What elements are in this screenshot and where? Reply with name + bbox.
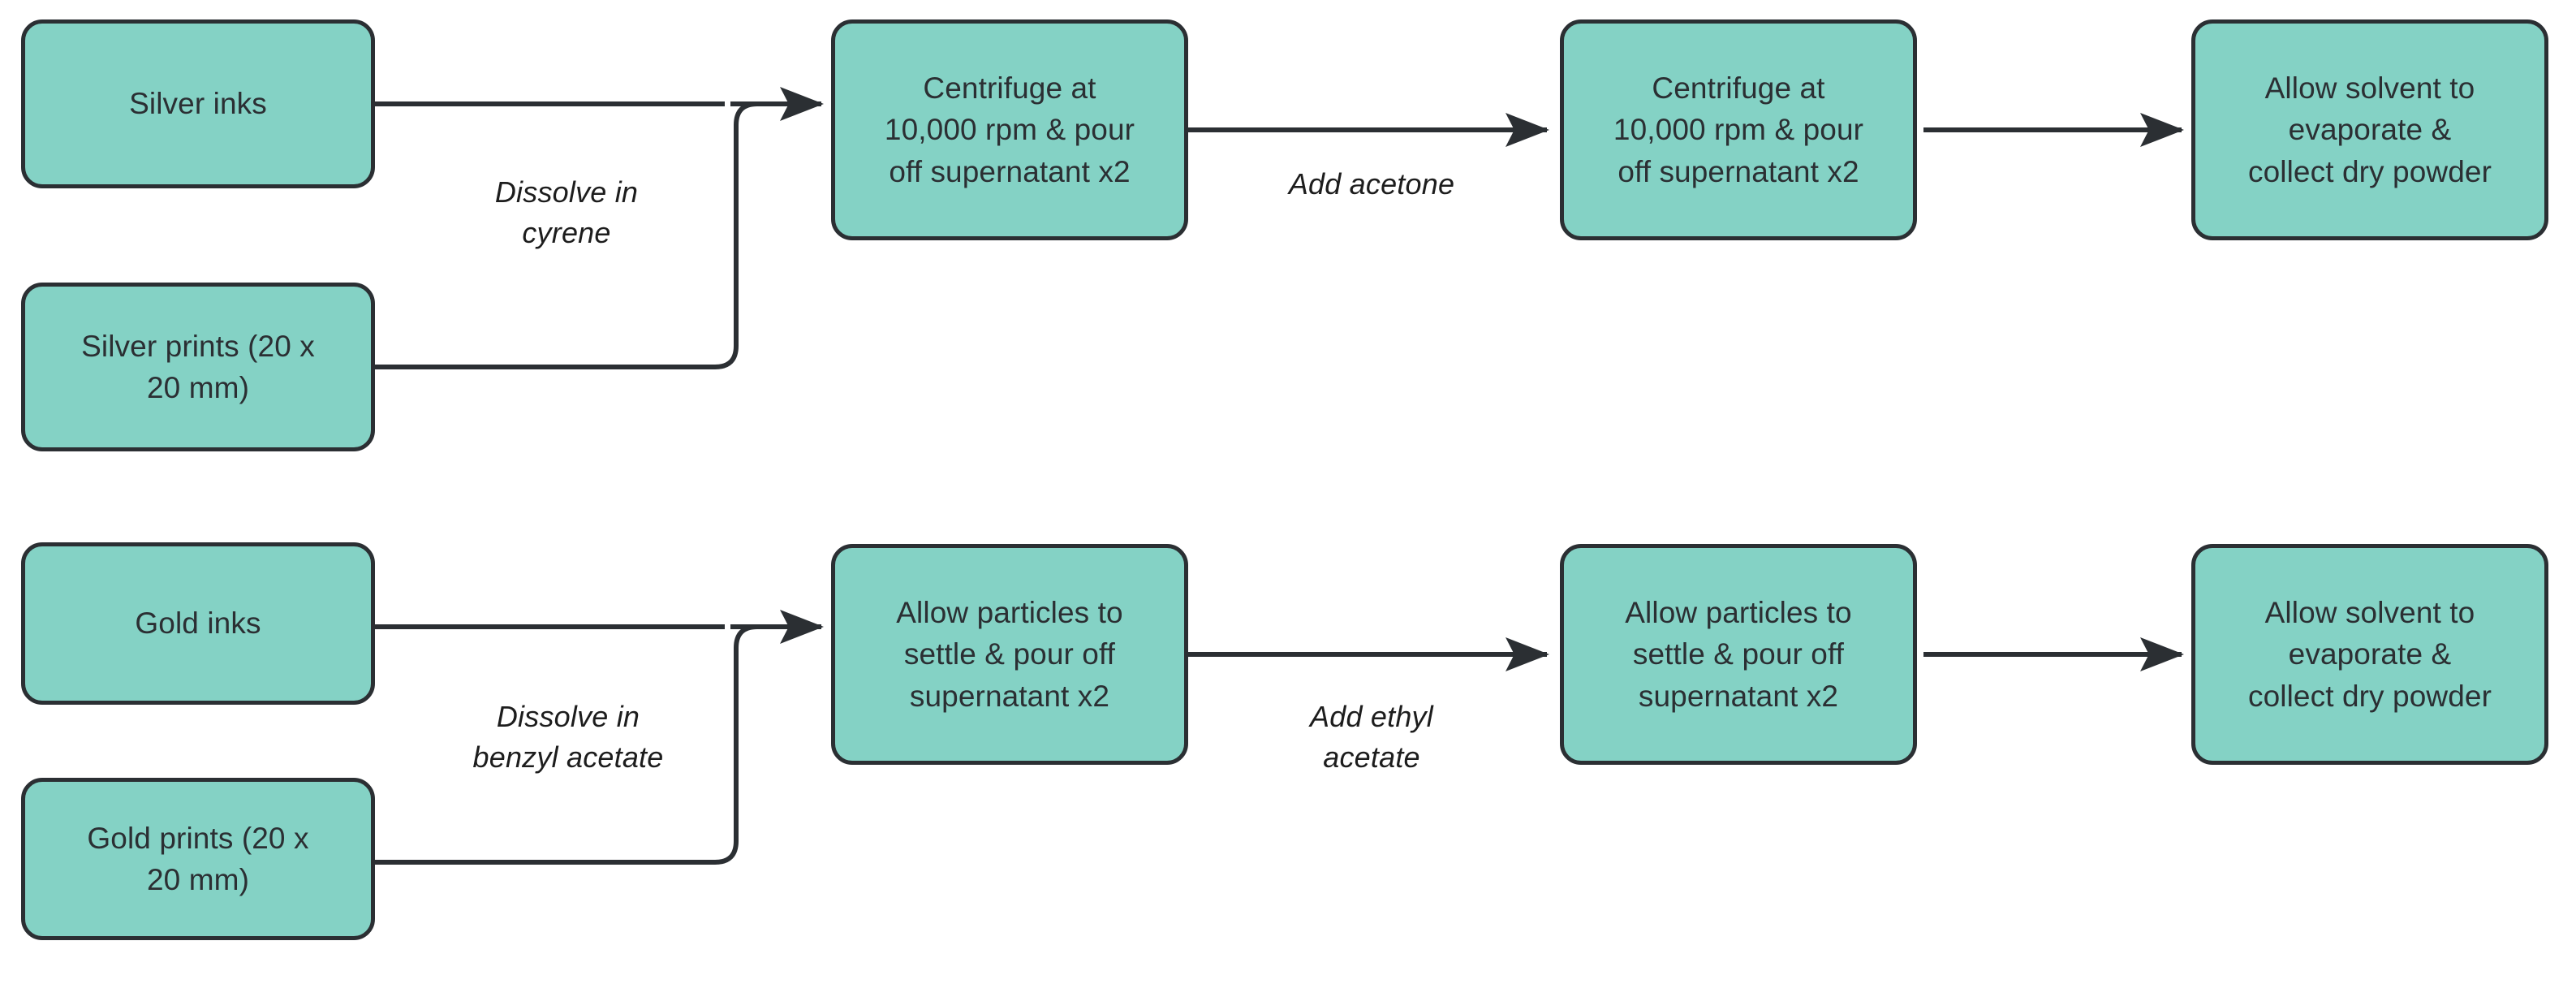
edge-label-dissolve-in-cyrene: Dissolve in cyrene [494, 175, 639, 249]
node-silver-step-2[interactable]: Centrifuge at 10,000 rpm & pour off supe… [1560, 19, 1917, 240]
node-gold-prints[interactable]: Gold prints (20 x 20 mm) [21, 778, 375, 940]
node-silver-inks[interactable]: Silver inks [21, 19, 375, 188]
node-gold-step-1[interactable]: Allow particles to settle & pour off sup… [831, 544, 1188, 765]
node-gold-step-2[interactable]: Allow particles to settle & pour off sup… [1560, 544, 1917, 765]
edge-label-dissolve-in-benzyl-acetate: Dissolve in benzyl acetate [472, 700, 664, 774]
edge-label-add-ethyl-acetate: Add ethyl acetate [1310, 700, 1433, 774]
node-gold-step-3[interactable]: Allow solvent to evaporate & collect dry… [2191, 544, 2548, 765]
node-silver-step-3[interactable]: Allow solvent to evaporate & collect dry… [2191, 19, 2548, 240]
node-silver-step-1[interactable]: Centrifuge at 10,000 rpm & pour off supe… [831, 19, 1188, 240]
node-gold-inks[interactable]: Gold inks [21, 542, 375, 705]
node-silver-prints[interactable]: Silver prints (20 x 20 mm) [21, 283, 375, 451]
edge-label-add-acetone: Add acetone [1288, 167, 1455, 201]
